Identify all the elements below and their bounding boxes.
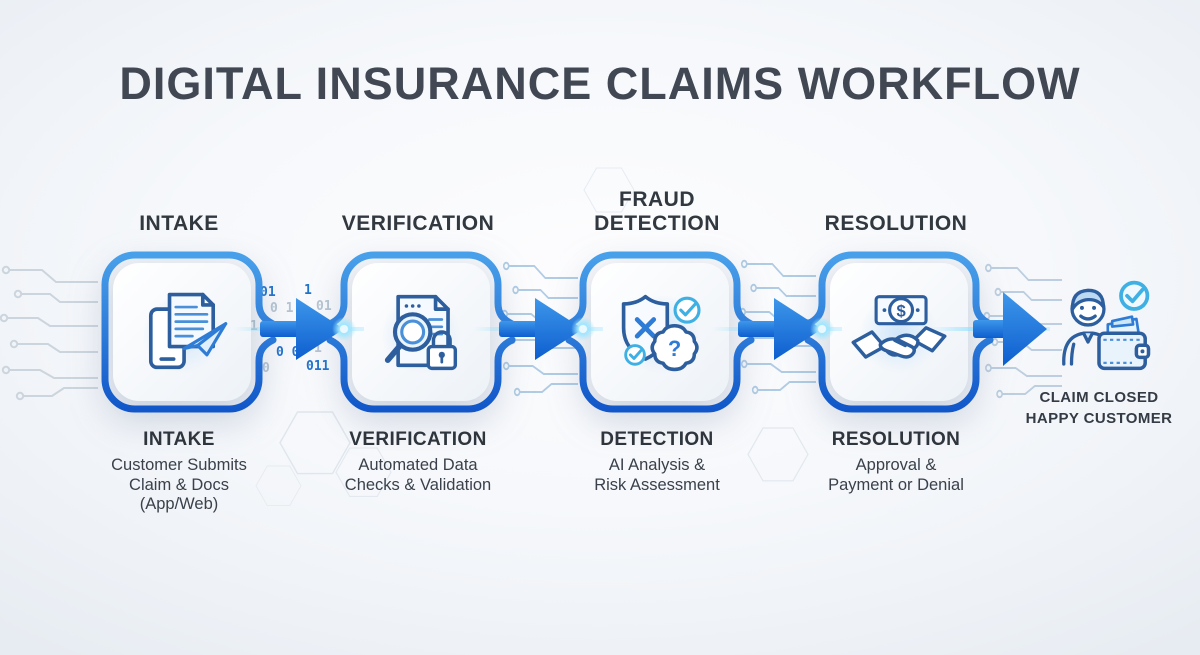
- stage-caption-title: DETECTION: [600, 429, 714, 450]
- outcome-label: CLAIM CLOSED HAPPY CUSTOMER: [1025, 389, 1173, 427]
- stage-caption-description: Automated Data Checks & Validation: [344, 456, 492, 494]
- circuit-trace-left: [0, 265, 99, 401]
- binary-digit: 1: [304, 283, 312, 298]
- stage-border: [565, 251, 755, 413]
- stage-border: [804, 251, 994, 413]
- stage-caption-description: AI Analysis & Risk Assessment: [594, 456, 720, 494]
- stage-caption-intake: INTAKE Customer Submits Claim & Docs (Ap…: [64, 429, 294, 515]
- binary-digit: 01: [316, 299, 332, 314]
- stage-border: [326, 251, 516, 413]
- stage-label-intake: INTAKE: [139, 212, 219, 235]
- flow-arrow-1: [234, 298, 364, 360]
- dollar-sign-glyph: $: [896, 301, 906, 320]
- binary-digit: 01: [260, 285, 276, 300]
- stage-label-fraud-detection: FRAUD DETECTION: [594, 188, 720, 235]
- stage-label-verification: VERIFICATION: [341, 212, 495, 235]
- binary-digit: 0 1: [270, 301, 294, 316]
- binary-digit: 011: [306, 359, 330, 374]
- document-magnifier-lock-icon: [381, 294, 461, 374]
- happy-customer-wallet-icon: [1062, 280, 1151, 371]
- shield-x-brain-icon: ?: [620, 294, 701, 374]
- brain-question-glyph: ?: [668, 336, 681, 361]
- page-title: DIGITAL INSURANCE CLAIMS WORKFLOW: [119, 58, 1081, 109]
- flow-arrow-3: [712, 298, 842, 360]
- stage-caption-verification: VERIFICATION Automated Data Checks & Val…: [303, 429, 533, 495]
- binary-digit: 0: [262, 361, 270, 376]
- binary-digit: 1: [314, 341, 322, 356]
- stage-caption-title: INTAKE: [143, 429, 215, 450]
- binary-digit: 0 0: [276, 345, 300, 360]
- phone-document-send-icon: [142, 292, 228, 374]
- stage-caption-title: RESOLUTION: [831, 429, 961, 450]
- handshake-money-icon: $: [851, 294, 947, 374]
- stage-label-resolution: RESOLUTION: [824, 212, 968, 235]
- stage-caption-description: Customer Submits Claim & Docs (App/Web): [111, 456, 247, 513]
- flow-arrow-final: [930, 292, 1050, 366]
- stage-caption-description: Approval & Payment or Denial: [828, 456, 964, 494]
- flow-arrow-2: [473, 298, 603, 360]
- stage-caption-resolution: RESOLUTION Approval & Payment or Denial: [781, 429, 1011, 495]
- stage-border: [101, 251, 277, 413]
- stage-caption-title: VERIFICATION: [349, 429, 487, 450]
- stage-caption-detection: DETECTION AI Analysis & Risk Assessment: [542, 429, 772, 495]
